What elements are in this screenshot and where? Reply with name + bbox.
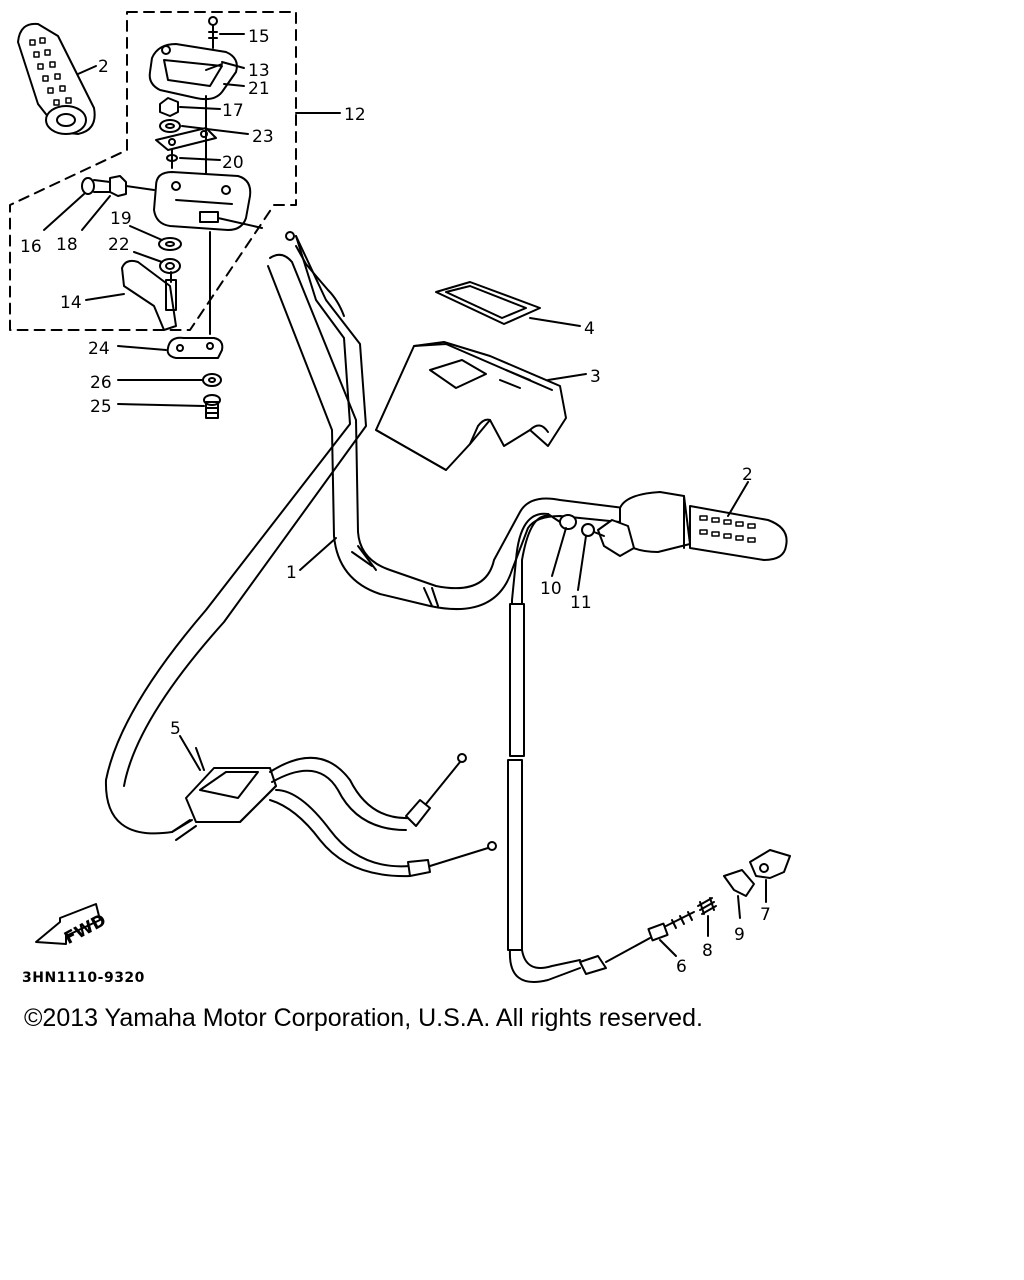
leader-9 bbox=[737, 895, 741, 919]
leader-11 bbox=[577, 535, 587, 591]
callout-3: 3 bbox=[590, 367, 601, 387]
callout-26: 26 bbox=[90, 373, 112, 393]
leader-24 bbox=[117, 345, 167, 351]
callout-7: 7 bbox=[760, 905, 771, 925]
callout-1: 1 bbox=[286, 563, 297, 583]
callout-2a: 2 bbox=[98, 57, 109, 77]
spring-8 bbox=[697, 897, 717, 915]
leader-2b bbox=[727, 481, 749, 517]
callout-23: 23 bbox=[252, 127, 274, 147]
copyright-notice: ©2013 Yamaha Motor Corporation, U.S.A. A… bbox=[24, 1004, 703, 1032]
right-grip bbox=[619, 491, 788, 561]
callout-19: 19 bbox=[110, 209, 132, 229]
throttle-cover bbox=[148, 43, 238, 101]
leader-22 bbox=[133, 251, 163, 263]
cable-end-a bbox=[405, 753, 467, 827]
callout-18: 18 bbox=[56, 235, 78, 255]
callout-17: 17 bbox=[222, 101, 244, 121]
leader-20 bbox=[179, 157, 221, 161]
callout-10: 10 bbox=[540, 579, 562, 599]
splitter-cable-a-b bbox=[271, 769, 407, 831]
callout-8: 8 bbox=[702, 941, 713, 961]
washer-19 bbox=[158, 237, 182, 251]
screw-15 bbox=[208, 16, 218, 49]
callout-21: 21 bbox=[248, 79, 270, 99]
callout-14: 14 bbox=[60, 293, 82, 313]
leader-14 bbox=[85, 293, 125, 301]
leader-2a bbox=[77, 65, 97, 75]
plate-20 bbox=[155, 127, 217, 169]
leader-3 bbox=[547, 373, 587, 381]
nut-17 bbox=[159, 97, 179, 117]
throttle-lever bbox=[121, 259, 177, 331]
leader-4 bbox=[529, 317, 581, 327]
brake-cable-b bbox=[521, 514, 549, 757]
cable-sleeve-upper bbox=[509, 603, 525, 757]
callout-16: 16 bbox=[20, 237, 42, 257]
part-9 bbox=[723, 869, 755, 897]
throttle-cable bbox=[104, 235, 351, 835]
callout-11: 11 bbox=[570, 593, 592, 613]
gasket-4 bbox=[435, 281, 541, 325]
leader-1 bbox=[299, 537, 337, 571]
part-7 bbox=[749, 849, 791, 879]
exploded-parts-diagram: FWD 1 2 2 3 4 5 6 7 8 9 10 11 12 13 14 1… bbox=[9, 11, 791, 983]
leader-17 bbox=[179, 106, 221, 110]
cable-bottom-bend bbox=[508, 949, 581, 983]
cable-end-b bbox=[407, 841, 497, 877]
cable-end-upper bbox=[285, 231, 345, 317]
nut-18 bbox=[109, 175, 155, 197]
callout-24: 24 bbox=[88, 339, 110, 359]
callout-6: 6 bbox=[676, 957, 687, 977]
splitter-cable-a bbox=[269, 756, 411, 820]
washer-22 bbox=[159, 258, 181, 274]
splitter-input bbox=[171, 819, 197, 841]
callout-12: 12 bbox=[344, 105, 366, 125]
part-10 bbox=[547, 513, 577, 530]
callout-13: 13 bbox=[248, 61, 270, 81]
callout-20: 20 bbox=[222, 153, 244, 173]
leader-18 bbox=[81, 195, 111, 231]
leader-6 bbox=[659, 939, 677, 957]
leader-25 bbox=[117, 403, 205, 407]
switch-housing bbox=[597, 519, 635, 557]
fwd-arrow: FWD bbox=[35, 903, 110, 949]
callout-15: 15 bbox=[248, 27, 270, 47]
washer-26 bbox=[202, 373, 222, 387]
callout-22: 22 bbox=[108, 235, 130, 255]
leader-21 bbox=[223, 83, 245, 87]
bolt-25 bbox=[203, 394, 221, 419]
cable-sleeve-lower bbox=[507, 759, 523, 951]
splitter-cable-b bbox=[275, 789, 411, 868]
callout-4: 4 bbox=[584, 319, 595, 339]
callout-5: 5 bbox=[170, 719, 181, 739]
leader-13 bbox=[221, 61, 245, 69]
cable-bottom-bend-b bbox=[521, 949, 581, 969]
splitter-cable-b-b bbox=[269, 799, 411, 878]
leader-23 bbox=[181, 125, 249, 135]
throttle-cable-b bbox=[123, 235, 367, 787]
washer-23 bbox=[159, 119, 181, 133]
callout-2b: 2 bbox=[742, 465, 753, 485]
leader-5 bbox=[179, 735, 201, 771]
cable-splitter-5 bbox=[185, 747, 277, 823]
throttle-housing bbox=[153, 171, 263, 231]
part-11 bbox=[581, 523, 605, 537]
cable-adjuster-6 bbox=[579, 911, 695, 975]
callout-9: 9 bbox=[734, 925, 745, 945]
callout-25: 25 bbox=[90, 397, 112, 417]
diagram-code: 3HN1110-9320 bbox=[22, 970, 145, 986]
assembly-boundary bbox=[9, 11, 297, 331]
leader-10 bbox=[551, 527, 567, 577]
clamp-24 bbox=[166, 336, 224, 359]
bolt-16 bbox=[81, 177, 111, 195]
leader-16 bbox=[43, 193, 85, 231]
brake-cable bbox=[511, 512, 549, 757]
leader-19 bbox=[129, 225, 163, 241]
left-grip bbox=[17, 22, 96, 135]
meter-cover-3 bbox=[375, 341, 567, 471]
